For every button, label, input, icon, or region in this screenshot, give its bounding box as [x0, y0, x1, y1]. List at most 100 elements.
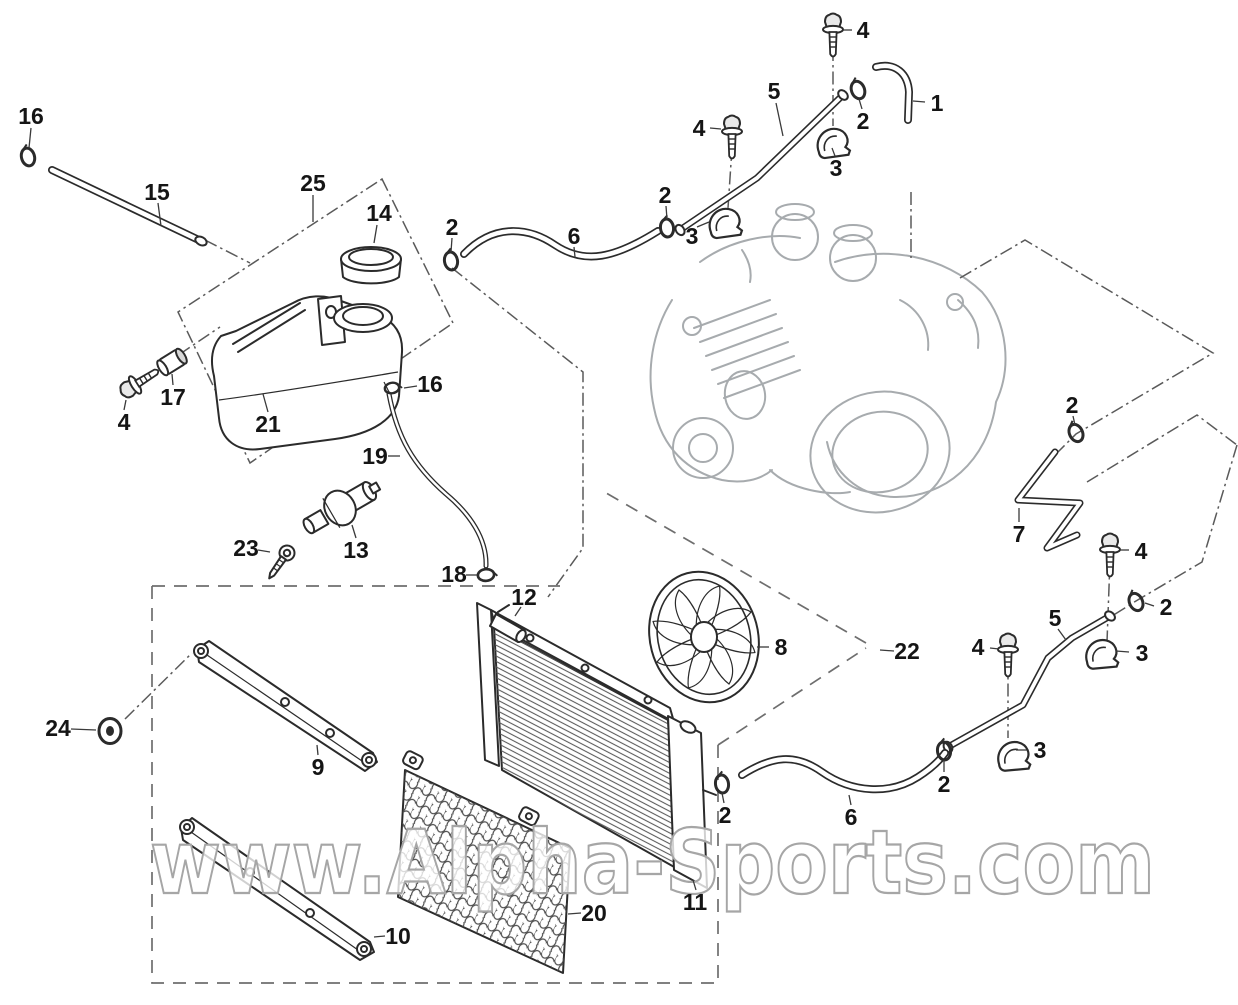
- part-number-label: 9: [312, 754, 325, 780]
- part-number-label: 4: [118, 409, 131, 435]
- part-9-bracket: [193, 640, 378, 772]
- part-number-label: 2: [719, 802, 732, 828]
- part-12-fitting: [489, 604, 527, 643]
- leader-line: [171, 373, 174, 386]
- part-number-label: 3: [1034, 737, 1047, 763]
- part-number-label: 21: [255, 411, 281, 437]
- leader-line: [831, 147, 836, 157]
- part-4-bolt: [822, 12, 844, 58]
- part-number-label: 19: [362, 443, 388, 469]
- part-number-label: 5: [1049, 605, 1062, 631]
- leader-line: [848, 794, 852, 806]
- part-2-clamp: [1123, 586, 1148, 615]
- part-14-cap: [340, 246, 402, 285]
- part-21-reservoir-tank: [211, 295, 404, 451]
- part-20-grille: [397, 750, 571, 974]
- part-number-label: 4: [857, 17, 870, 43]
- part-number-label: 22: [894, 638, 920, 664]
- part-number-label: 17: [160, 384, 186, 410]
- part-number-label: 25: [300, 170, 326, 196]
- carburetor-right: [829, 234, 877, 282]
- part-number-label: 12: [511, 584, 537, 610]
- leader-line: [721, 792, 725, 804]
- part-number-label: 6: [568, 223, 581, 249]
- part-number-label: 3: [1136, 640, 1149, 666]
- part-16-clamp: [16, 141, 39, 169]
- part-19-hose: [386, 391, 489, 569]
- leader-line: [70, 728, 97, 731]
- part-number-label: 2: [446, 214, 459, 240]
- leader-line: [692, 879, 697, 891]
- carburetor-left: [771, 213, 819, 261]
- leader-line: [858, 98, 863, 110]
- part-number-label: 23: [233, 535, 259, 561]
- leader-line: [450, 237, 453, 253]
- part-number-label: 16: [417, 371, 443, 397]
- part-number-label: 5: [768, 78, 781, 104]
- part-number-label: 24: [45, 715, 71, 741]
- part-number-label: 18: [441, 561, 467, 587]
- part-6-hose-upper: [460, 227, 662, 261]
- leader-line: [351, 524, 357, 539]
- fan-hub: [690, 621, 718, 653]
- leader-line: [1072, 415, 1076, 426]
- part-7-pipe: [1014, 448, 1084, 552]
- part-number-label: 4: [693, 115, 706, 141]
- leader-line: [709, 127, 722, 130]
- part-18-clamp: [476, 566, 500, 583]
- part-2-clamp: [712, 769, 732, 796]
- part-2-clamp: [846, 74, 869, 103]
- leader-line: [696, 221, 710, 228]
- part-number-label: 10: [385, 923, 411, 949]
- leader-line: [879, 649, 895, 652]
- part-number-label: 14: [366, 200, 392, 226]
- part-number-label: 3: [686, 223, 699, 249]
- part-number-label: 6: [845, 804, 858, 830]
- part-number-label: 2: [1066, 392, 1079, 418]
- leader-line: [1115, 650, 1130, 653]
- leader-line: [257, 549, 271, 553]
- part-4-bolt: [997, 632, 1019, 678]
- part-number-label: 2: [659, 182, 672, 208]
- leader-line: [912, 100, 926, 103]
- part-24-grommet: [97, 717, 123, 745]
- leader-line: [262, 393, 269, 413]
- part-4-bolt: [1099, 532, 1121, 578]
- part-3-pipe-bracket: [1083, 637, 1120, 671]
- part-number-label: 7: [1013, 521, 1026, 547]
- part-3-pipe-bracket: [995, 739, 1032, 773]
- part-number-label: 15: [144, 179, 170, 205]
- part-10-bracket: [179, 817, 375, 961]
- part-17-bushing: [156, 347, 188, 377]
- part-13-thermo-sensor: [302, 480, 382, 535]
- part-number-label: 16: [18, 103, 44, 129]
- part-number-label: 2: [857, 108, 870, 134]
- leader-line: [316, 744, 319, 756]
- part-5-pipe-lower: [942, 610, 1116, 754]
- leader-line: [1057, 628, 1067, 641]
- part-23-screw: [268, 544, 296, 580]
- part-number-label: 4: [972, 634, 985, 660]
- part-number-label: 8: [775, 634, 788, 660]
- reservoir-assembly-boundary: [177, 177, 454, 465]
- tank-mount-tab: [317, 295, 346, 346]
- leader-line: [573, 246, 576, 258]
- part-6-hose-lower: [738, 749, 949, 794]
- part-number-label: 3: [830, 155, 843, 181]
- part-4-bolt: [115, 361, 165, 403]
- leader-line: [1144, 602, 1155, 607]
- watermark-text: www.Alpha-Sports.com: [150, 811, 1155, 914]
- part-number-label: 4: [1135, 538, 1148, 564]
- leader-line: [157, 202, 162, 227]
- part-number-label: 20: [581, 900, 607, 926]
- part-number-label: 2: [1160, 594, 1173, 620]
- part-number-label: 1: [931, 90, 944, 116]
- part-15-overflow-tube: [48, 166, 208, 247]
- part-1-hose: [872, 61, 914, 124]
- leader-line: [567, 912, 582, 915]
- leader-line: [665, 205, 668, 220]
- leader-line: [373, 935, 386, 938]
- part-number-label: 2: [938, 771, 951, 797]
- part-number-label: 13: [343, 537, 369, 563]
- leader-line: [514, 606, 522, 617]
